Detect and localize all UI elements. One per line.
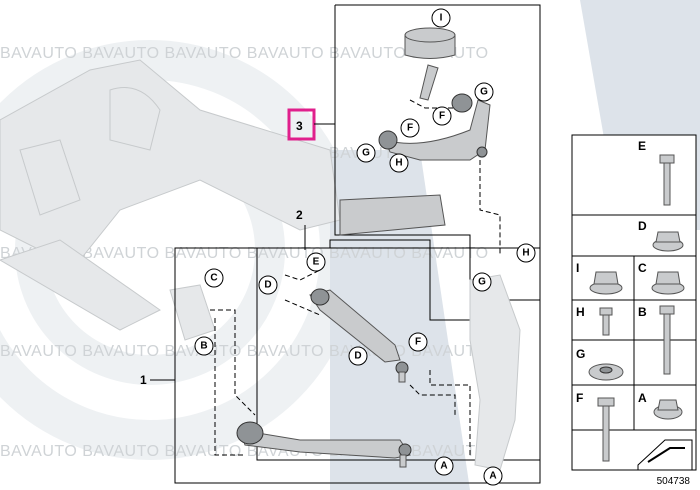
callout-d-bot: D: [348, 346, 368, 366]
large-nut-icon: [588, 363, 624, 381]
svg-text:F: F: [439, 111, 445, 122]
callouts: I G F F G H E D: [194, 8, 536, 486]
long-bolt-icon: [659, 154, 675, 206]
callout-f-bot: F: [408, 332, 428, 352]
flange-nut-icon: [651, 271, 685, 295]
callout-g-left: G: [356, 143, 376, 163]
svg-text:D: D: [638, 219, 647, 233]
callout-a-left: A: [434, 456, 454, 476]
legend-cell-b: B: [638, 305, 675, 375]
svg-text:F: F: [576, 391, 583, 405]
upper-control-arm: [378, 93, 491, 161]
watermark-row-1: BAVAUTO BAVAUTO BAVAUTO BAVAUTO BAVAUTO …: [0, 45, 489, 62]
svg-text:G: G: [576, 347, 585, 361]
svg-text:I: I: [440, 13, 443, 24]
callout-h-right: H: [516, 243, 536, 263]
svg-text:G: G: [480, 87, 488, 98]
callout-f-top: F: [432, 106, 452, 126]
svg-text:F: F: [415, 337, 421, 348]
legend-cell-d: D: [638, 219, 684, 252]
watermark-row-3: BAVAUTO BAVAUTO BAVAUTO BAVAUTO BAVAUTO …: [0, 245, 489, 262]
svg-text:H: H: [395, 158, 402, 169]
legend-cell-i: I: [576, 261, 623, 295]
middle-control-arm: [309, 288, 409, 383]
medium-bolt-icon: [659, 305, 675, 375]
svg-text:C: C: [638, 261, 647, 275]
rubber-bushing: [404, 27, 456, 59]
short-bolt-icon: [599, 307, 613, 336]
svg-text:D: D: [264, 280, 271, 291]
legend-cell-f: F: [576, 391, 615, 462]
legend-cell-g: G: [576, 347, 624, 381]
callout-h-top: H: [389, 153, 409, 173]
flange-bolt-icon: [597, 397, 615, 462]
assembly-numbers: 3 2 1: [140, 108, 335, 387]
diagram-number: 504738: [657, 476, 691, 487]
legend-cell-a: A: [638, 391, 683, 420]
assembly-number-2: 2: [296, 208, 303, 222]
parts-legend: E D I C: [571, 134, 697, 487]
callout-i: I: [431, 8, 451, 28]
collar-nut-icon: [653, 399, 683, 420]
assembly-number-3: 3: [296, 119, 303, 133]
legend-cell-e: E: [638, 139, 675, 206]
svg-text:H: H: [576, 305, 585, 319]
svg-text:A: A: [440, 461, 447, 472]
legend-cell-h: H: [576, 305, 613, 336]
svg-text:B: B: [638, 305, 647, 319]
svg-text:G: G: [478, 277, 486, 288]
svg-text:E: E: [638, 139, 646, 153]
callout-b: B: [194, 336, 214, 356]
watermark-row-5: BAVAUTO BAVAUTO BAVAUTO BAVAUTO BAVAUTO …: [0, 443, 489, 460]
svg-text:F: F: [407, 123, 413, 134]
svg-text:A: A: [489, 471, 496, 482]
lower-control-arm: [236, 421, 412, 468]
svg-text:B: B: [200, 341, 207, 352]
flange-nut-icon: [652, 231, 684, 252]
svg-text:H: H: [522, 248, 529, 259]
callout-d-top: D: [258, 275, 278, 295]
callout-a-right: A: [483, 466, 503, 486]
callout-g-top: G: [474, 82, 494, 102]
svg-text:D: D: [354, 351, 361, 362]
guide-lines: [210, 99, 501, 456]
svg-text:E: E: [313, 257, 320, 268]
callout-e: E: [306, 252, 326, 272]
steering-knuckle: [469, 274, 521, 471]
svg-text:A: A: [638, 391, 647, 405]
callout-c: C: [204, 268, 224, 288]
bushing-bolt: [419, 64, 439, 101]
svg-text:C: C: [210, 273, 217, 284]
svg-text:I: I: [576, 261, 579, 275]
callout-g-right: G: [472, 272, 492, 292]
callout-f-mid: F: [400, 118, 420, 138]
subframe-ghost: [0, 59, 341, 341]
svg-text:G: G: [362, 148, 370, 159]
legend-cell-c: C: [638, 261, 685, 295]
upper-mount-bracket: [339, 194, 446, 236]
legend-arrow-icon: [637, 439, 693, 471]
washer-nut-icon: [589, 271, 623, 295]
assembly-number-1: 1: [140, 373, 147, 387]
